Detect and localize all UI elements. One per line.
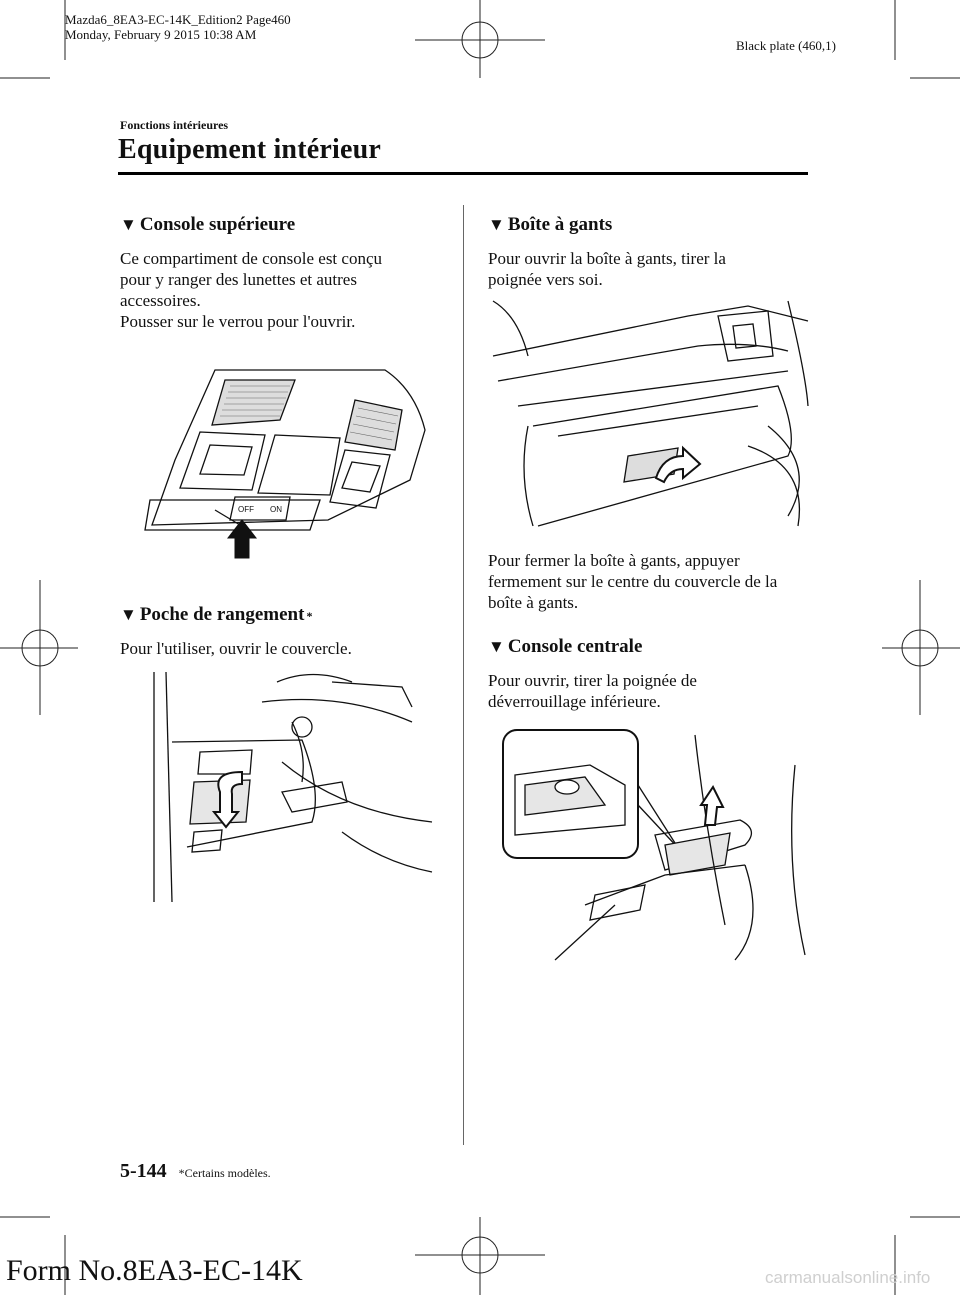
text-line: Pour ouvrir, tirer la poignée de (488, 671, 697, 690)
section-title: Fonctions intérieures (120, 118, 229, 132)
text-line: déverrouillage inférieure. (488, 692, 661, 711)
poche-text: Pour l'utiliser, ouvrir le couvercle. (120, 639, 352, 658)
overhead-console-figure: OFF ON (140, 360, 430, 575)
model-marker: * (306, 609, 313, 623)
console-sup-paragraph: Ce compartiment de console est conçu pou… (120, 248, 450, 332)
form-number: Form No.8EA3-EC-14K (6, 1254, 303, 1287)
boite-closing-text: Pour fermer la boîte à gants, appuyer fe… (488, 550, 818, 613)
date-line: Monday, February 9 2015 10:38 AM (65, 27, 257, 42)
text-line: boîte à gants. (488, 593, 579, 612)
glove-box-figure (488, 296, 813, 536)
footer-note: Certains modèles. (184, 1166, 271, 1180)
plate-info: Black plate (460,1) (736, 38, 836, 53)
title-rule (118, 172, 808, 175)
text-line: poignée vers soi. (488, 270, 603, 289)
heading-text: Boîte à gants (507, 214, 613, 235)
heading-text: Poche de rangement (139, 604, 305, 625)
column-divider (463, 205, 464, 1145)
file-info: Mazda6_8EA3-EC-14K_Edition2 Page460 Mond… (65, 12, 291, 42)
down-triangle-icon: ▼ (120, 215, 137, 234)
heading-console-centrale: ▼ Console centrale (488, 636, 642, 658)
heading-boite-a-gants: ▼ Boîte à gants (488, 214, 612, 236)
open-arrow-icon (214, 772, 242, 827)
storage-pocket-figure (142, 662, 432, 907)
heading-text: Console centrale (507, 636, 643, 657)
down-triangle-icon: ▼ (488, 215, 505, 234)
watermark: carmanualsonline.info (765, 1268, 931, 1287)
text-line: accessoires. (120, 291, 201, 310)
on-label: ON (270, 505, 282, 514)
down-triangle-icon: ▼ (120, 605, 137, 624)
down-triangle-icon: ▼ (488, 637, 505, 656)
text-line: pour y ranger des lunettes et autres (120, 270, 357, 289)
page-number: 5-144 (120, 1160, 167, 1182)
heading-console-superieure: ▼ Console supérieure (120, 214, 295, 236)
console-centrale-text: Pour ouvrir, tirer la poignée de déverro… (488, 670, 808, 712)
push-arrow-icon (228, 520, 256, 558)
text-line: Pour fermer la boîte à gants, appuyer (488, 551, 740, 570)
heading-text: Console supérieure (139, 214, 296, 235)
footer-marker: * (178, 1166, 185, 1180)
page-title: Equipement intérieur (118, 134, 381, 165)
boite-intro: Pour ouvrir la boîte à gants, tirer la p… (488, 248, 808, 290)
pull-arrow-icon (656, 448, 700, 482)
pull-up-arrow-icon (701, 787, 723, 825)
page-footer: 5-144 * Certains modèles. (120, 1160, 271, 1183)
text-line: Pour ouvrir la boîte à gants, tirer la (488, 249, 726, 268)
text-line: fermement sur le centre du couvercle de … (488, 572, 778, 591)
text-line: Pousser sur le verrou pour l'ouvrir. (120, 312, 356, 331)
center-console-figure (495, 725, 815, 960)
file-name-line: Mazda6_8EA3-EC-14K_Edition2 Page460 (65, 12, 291, 27)
heading-poche-de-rangement: ▼ Poche de rangement * (120, 604, 312, 626)
text-line: Ce compartiment de console est conçu (120, 249, 382, 268)
off-label: OFF (238, 505, 254, 514)
